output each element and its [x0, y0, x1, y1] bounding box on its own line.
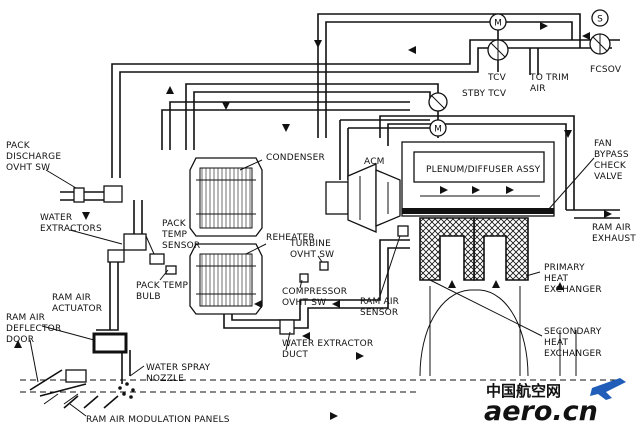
- label-ram-air-deflector-door: RAM AIR DEFLECTOR DOOR: [6, 313, 64, 345]
- pack-discharge-ovht-switch: [73, 187, 85, 203]
- fcsov-valve: S: [589, 9, 611, 55]
- water-spray-nozzle-spray: [118, 382, 135, 399]
- watermark-plane-icon: [590, 378, 626, 400]
- label-water-extractors: WATER EXTRACTORS: [40, 213, 102, 234]
- label-ram-air-modulation-panels: RAM AIR MODULATION PANELS: [86, 415, 230, 425]
- fcsov-solenoid-symbol: S: [597, 15, 603, 25]
- label-pack-temp-sensor: PACK TEMP SENSOR: [161, 219, 200, 251]
- ram-air-deflector-door: [29, 369, 87, 405]
- label-acm: ACM: [364, 157, 385, 167]
- water-extractor-lower: [107, 249, 125, 263]
- label-compressor-ovht-sw: COMPRESSOR OVHT SW: [282, 287, 350, 308]
- label-fan-bypass-check-valve: FAN BYPASS CHECK VALVE: [594, 139, 632, 182]
- tcv-valve: M: [487, 13, 509, 61]
- label-condenser: CONDENSER: [266, 153, 325, 163]
- label-water-extractor-duct: WATER EXTRACTOR DUCT: [282, 339, 376, 360]
- ducting: [20, 13, 620, 393]
- water-extractor-duct-box: [279, 319, 295, 335]
- label-ram-air-sensor: RAM AIR SENSOR: [360, 297, 402, 318]
- secondary-heat-exchanger: [419, 217, 475, 281]
- condenser-inlet-box: [103, 185, 123, 203]
- label-primary-heat-exchanger: PRIMARY HEAT EXCHANGER: [544, 263, 602, 295]
- compressor-ovht-switch-box: [299, 273, 309, 283]
- pack-temp-sensor-box: [149, 253, 165, 265]
- condenser-unit: [189, 157, 263, 237]
- label-pack-temp-bulb: PACK TEMP BULB: [136, 281, 191, 302]
- pack-temp-bulb-box: [165, 265, 177, 275]
- label-secondary-heat-exchanger: SECONDARY HEAT EXCHANGER: [544, 327, 604, 359]
- air-cycle-machine: [325, 163, 401, 233]
- label-water-spray-nozzle: WATER SPRAY NOZZLE: [146, 363, 213, 384]
- label-ram-air-actuator: RAM AIR ACTUATOR: [52, 293, 102, 314]
- watermark-english: aero.cn: [484, 396, 598, 427]
- tcv-motor-symbol: M: [494, 19, 502, 29]
- plenum-diffuser-assembly: [401, 141, 555, 217]
- watermark: 中国航空网 aero.cn: [484, 378, 626, 427]
- label-tcv: TCV: [487, 73, 507, 83]
- water-extractor-upper: [123, 233, 147, 251]
- label-reheater: REHEATER: [266, 233, 315, 243]
- label-ram-air-exhaust: RAM AIR EXHAUST: [592, 223, 636, 244]
- ram-air-deflector-actuator: [65, 369, 87, 383]
- watermark-chinese: 中国航空网: [486, 382, 561, 400]
- ram-air-actuator-box: [92, 332, 128, 354]
- label-pack-discharge-ovht-sw: PACK DISCHARGE OVHT SW: [6, 141, 64, 173]
- label-stby-tcv: STBY TCV: [462, 89, 507, 99]
- label-plenum-diffuser-assy: PLENUM/DIFFUSER ASSY: [426, 165, 541, 175]
- stby-tcv-motor-symbol: M: [434, 125, 442, 135]
- turbine-ovht-switch-box: [319, 261, 329, 271]
- label-turbine-ovht-sw: TURBINE OVHT SW: [289, 239, 334, 260]
- label-fcsov: FCSOV: [590, 65, 622, 75]
- label-to-trim-air: TO TRIM AIR: [529, 73, 572, 94]
- ram-air-sensor-box: [397, 225, 409, 237]
- reheater-unit: [189, 243, 263, 315]
- stby-tcv-valve: M: [428, 92, 448, 137]
- flow-arrows: [14, 22, 612, 420]
- primary-heat-exchanger: [473, 217, 529, 281]
- ram-air-modulation-panels: [63, 395, 119, 409]
- leader-lines: [29, 157, 595, 417]
